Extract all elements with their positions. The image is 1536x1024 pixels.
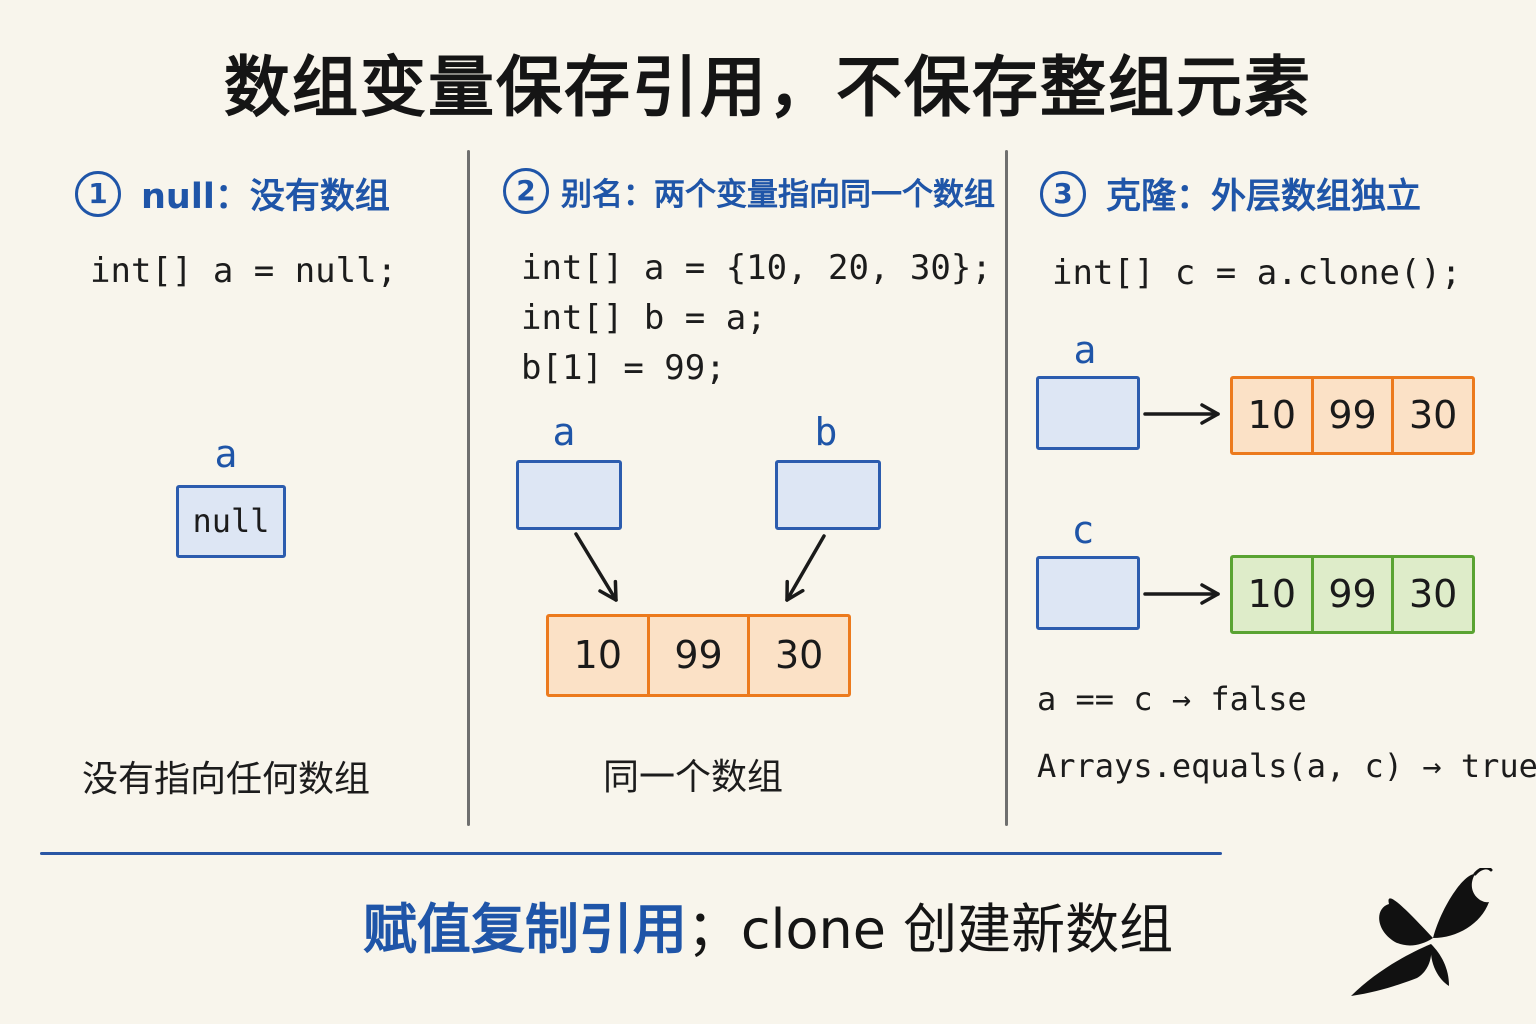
panel1-var-label-a: a — [214, 432, 238, 476]
null-reference-box: null — [176, 485, 286, 558]
array-cell: 10 — [1247, 393, 1297, 437]
panel3-reference-box-c — [1036, 556, 1140, 630]
panel-divider-1 — [467, 150, 470, 826]
panel3-heading-text: 克隆：外层数组独立 — [1106, 177, 1422, 217]
array-cell: 10 — [1247, 572, 1297, 616]
summary-part1: 赋值复制引用 — [362, 898, 687, 961]
panel2-reference-box-b — [775, 460, 881, 530]
panel2-var-label-b: b — [814, 410, 838, 454]
panel3-code-line-1: int[] c = a.clone(); — [1052, 253, 1462, 293]
butterfly-logo-icon — [1351, 868, 1493, 996]
panel3-reference-box-a — [1036, 376, 1140, 450]
panel3-result-identity: a == c → false — [1037, 680, 1307, 718]
panel3-array-c: 10 99 30 — [1230, 555, 1475, 634]
summary-divider — [40, 852, 1222, 855]
panel3-array-a: 10 99 30 — [1230, 376, 1475, 455]
number-3-icon: 3 — [1040, 170, 1086, 217]
panel3-var-label-c: c — [1071, 508, 1095, 552]
arrow-a-to-array — [574, 532, 618, 602]
summary-part2: ；clone 创建新数组 — [686, 898, 1174, 961]
page-title: 数组变量保存引用，不保存整组元素 — [224, 49, 1312, 126]
panel2-heading-text: 别名：两个变量指向同一个数组 — [561, 176, 995, 213]
array-cell: 30 — [1391, 379, 1472, 452]
array-cell: 99 — [1310, 558, 1392, 631]
arrow-b-to-array — [785, 534, 826, 602]
panel3-var-label-a: a — [1073, 328, 1097, 372]
array-cell: 99 — [646, 617, 748, 694]
number-1-icon: 1 — [75, 170, 121, 217]
array-cell: 30 — [747, 617, 848, 694]
panel3-heading: 3 克隆：外层数组独立 — [1040, 168, 1421, 219]
panel-divider-2 — [1005, 150, 1008, 826]
panel2-heading: 2 别名：两个变量指向同一个数组 — [503, 168, 995, 214]
panel2-shared-array: 10 99 30 — [546, 614, 851, 697]
panel2-code-line-2: int[] b = a; — [521, 298, 767, 338]
array-cell: 99 — [1310, 379, 1392, 452]
array-cell: 10 — [573, 633, 623, 677]
panel2-code-line-3: b[1] = 99; — [521, 348, 726, 388]
panel2-var-label-a: a — [552, 410, 576, 454]
panel1-code-line-1: int[] a = null; — [90, 251, 398, 291]
summary-text: 赋值复制引用；clone 创建新数组 — [0, 885, 1536, 964]
number-2-icon: 2 — [503, 168, 549, 214]
panel2-caption: 同一个数组 — [603, 757, 784, 798]
panel2-reference-box-a — [516, 460, 622, 530]
panel3-result-equals: Arrays.equals(a, c) → true — [1037, 747, 1536, 785]
panel1-heading: 1 null：没有数组 — [75, 168, 390, 219]
array-cell: 30 — [1391, 558, 1472, 631]
panel1-caption: 没有指向任何数组 — [82, 759, 371, 800]
panel2-code-line-1: int[] a = {10, 20, 30}; — [521, 248, 992, 288]
panel1-heading-text: null：没有数组 — [141, 177, 390, 217]
